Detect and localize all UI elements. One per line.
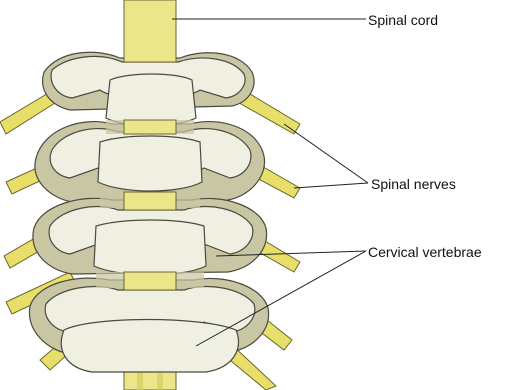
cervical-vertebrae (29, 52, 268, 372)
cord-segment-4 (124, 272, 176, 290)
cord-segment-3 (124, 192, 176, 210)
label-spinal-nerves: Spinal nerves (371, 176, 456, 192)
vertebra-4-centrum (61, 320, 238, 373)
vertebra-1-centrum (106, 74, 196, 126)
label-cervical-vertebrae: Cervical vertebrae (368, 244, 482, 260)
leader-line-nerve-upper (284, 124, 368, 183)
label-spinal-cord: Spinal cord (368, 12, 438, 28)
vertebra-2-centrum (98, 136, 202, 191)
leader-line-nerve-lower (294, 183, 368, 188)
vertebra-1 (43, 52, 254, 125)
cord-segment-1 (124, 0, 176, 62)
vertebra-3-centrum (94, 220, 206, 275)
cord-segment-2 (124, 120, 176, 134)
